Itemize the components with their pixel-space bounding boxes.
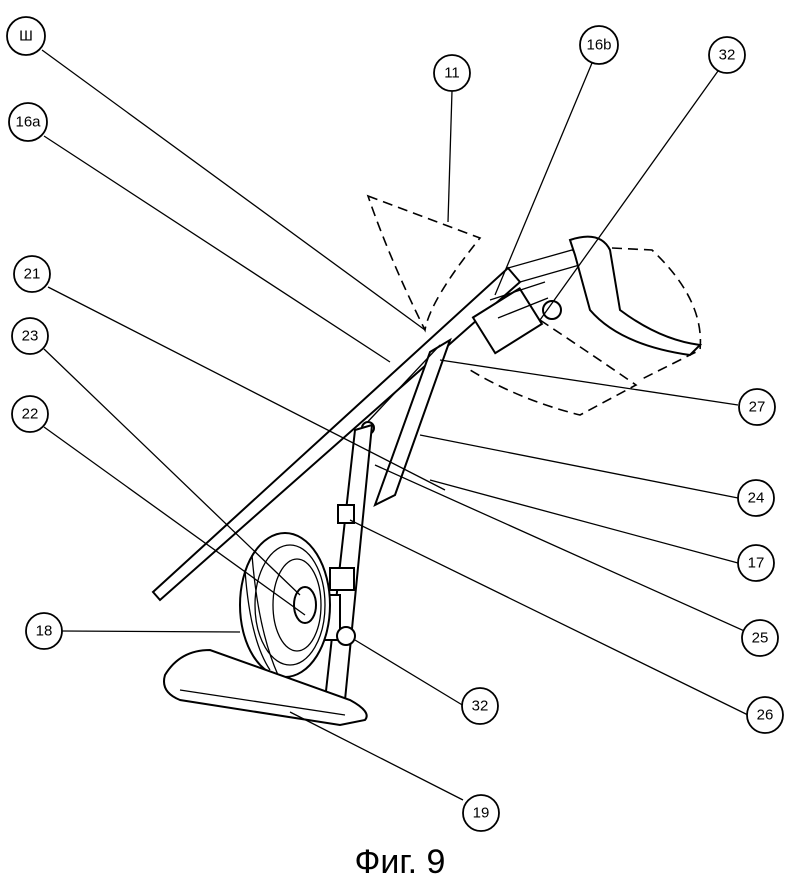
upper-hinge: [471, 235, 703, 357]
label-26: 26: [746, 696, 784, 734]
label-16b: 16b: [579, 25, 619, 65]
leader-lines: [41, 49, 761, 801]
svg-text:17: 17: [748, 555, 765, 572]
label-25: 25: [741, 619, 779, 657]
svg-text:24: 24: [748, 490, 765, 507]
svg-text:18: 18: [36, 623, 53, 640]
svg-text:32: 32: [472, 698, 489, 715]
label-27: 27: [738, 388, 776, 426]
svg-text:16a: 16a: [15, 114, 41, 131]
figure-caption: Фиг. 9: [354, 843, 446, 881]
gear-leg: [317, 423, 374, 701]
svg-text:11: 11: [444, 65, 460, 82]
svg-text:26: 26: [757, 707, 774, 724]
svg-text:32: 32: [719, 47, 736, 64]
label-w: Ш: [6, 16, 46, 56]
wheel: [239, 532, 331, 678]
svg-text:16b: 16b: [586, 37, 611, 54]
svg-text:27: 27: [749, 399, 766, 416]
svg-text:Ш: Ш: [19, 28, 33, 45]
label-19: 19: [462, 794, 500, 832]
motion-envelope: [366, 194, 702, 416]
label-32-bottom: 32: [461, 687, 499, 725]
label-17: 17: [737, 544, 775, 582]
svg-text:23: 23: [22, 328, 39, 345]
svg-text:25: 25: [752, 630, 769, 647]
svg-text:22: 22: [22, 406, 39, 423]
label-16a: 16a: [8, 102, 48, 142]
svg-text:21: 21: [24, 266, 41, 283]
label-23: 23: [11, 317, 49, 355]
svg-text:19: 19: [473, 805, 490, 822]
label-21: 21: [13, 255, 51, 293]
label-11: 11: [433, 54, 471, 92]
label-18: 18: [25, 612, 63, 650]
ski: [163, 648, 368, 727]
label-32-top: 32: [708, 36, 746, 74]
label-22: 22: [11, 395, 49, 433]
label-24: 24: [737, 479, 775, 517]
